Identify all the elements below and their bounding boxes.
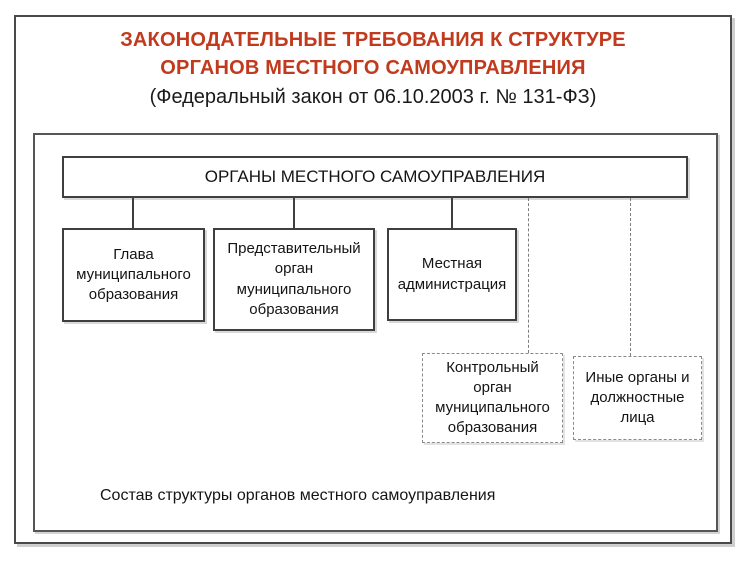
connector-control-body [528,198,529,353]
node-local-administration-label: Местная администрация [397,255,507,293]
node-control-body-label: Контрольный орган муниципального образов… [435,358,550,437]
connector-head-of-municipality [132,198,134,228]
node-local-administration: Местная администрация [387,228,517,321]
node-other-bodies: Иные органы и должностные лица [573,356,702,440]
slide-title-line1: ЗАКОНОДАТЕЛЬНЫЕ ТРЕБОВАНИЯ К СТРУКТУРЕ [120,29,626,51]
node-representative-body: Представительный орган муниципального об… [213,228,375,331]
connector-local-administration [451,198,453,228]
diagram-caption: Состав структуры органов местного самоуп… [100,487,496,504]
node-representative-body-label: Представительный орган муниципального об… [227,240,361,318]
node-head-of-municipality: Глава муниципального образования [62,228,205,322]
node-control-body: Контрольный орган муниципального образов… [422,353,563,443]
diagram-frame [33,133,718,532]
slide-header: ЗАКОНОДАТЕЛЬНЫЕ ТРЕБОВАНИЯ К СТРУКТУРЕ О… [14,26,732,111]
slide-title-line2: ОРГАНОВ МЕСТНОГО САМОУПРАВЛЕНИЯ [160,57,586,79]
node-local-government-bodies-label: ОРГАНЫ МЕСТНОГО САМОУПРАВЛЕНИЯ [204,166,546,186]
node-local-government-bodies: ОРГАНЫ МЕСТНОГО САМОУПРАВЛЕНИЯ [62,156,688,198]
node-head-of-municipality-label: Глава муниципального образования [76,245,191,304]
connector-other-bodies [630,198,631,356]
connector-representative-body [293,198,295,228]
slide-subtitle: (Федеральный закон от 06.10.2003 г. № 13… [149,86,597,108]
node-other-bodies-label: Иные органы и должностные лица [585,368,690,427]
